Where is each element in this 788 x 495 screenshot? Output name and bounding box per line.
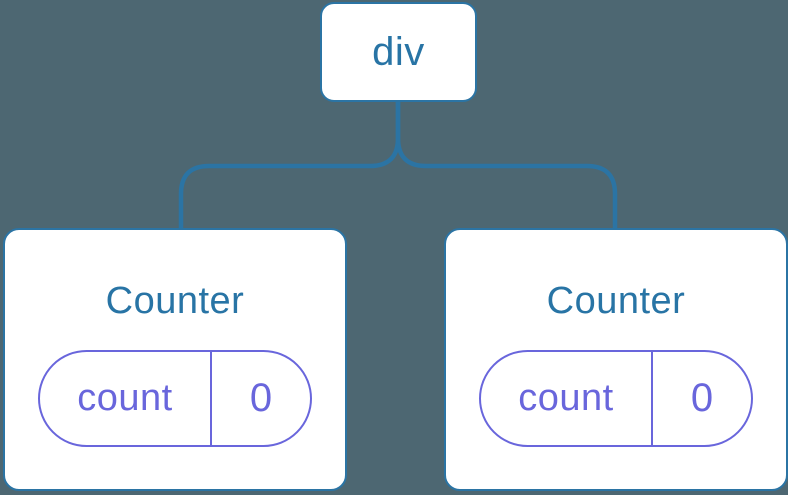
counter-card-right: Counter count 0: [444, 228, 788, 491]
state-key-cell: count: [40, 352, 210, 445]
connector-left-branch: [178, 98, 401, 234]
state-pill: count 0: [479, 350, 753, 447]
state-key: count: [77, 377, 173, 419]
state-value: 0: [249, 376, 273, 420]
counter-title: Counter: [105, 280, 245, 322]
state-value: 0: [690, 376, 714, 420]
state-value-cell: 0: [210, 352, 310, 445]
state-key-cell: count: [481, 352, 651, 445]
state-pill: count 0: [38, 350, 312, 447]
counter-title: Counter: [546, 280, 686, 322]
connector-right-branch: [395, 98, 618, 234]
state-value-cell: 0: [651, 352, 751, 445]
state-key: count: [518, 377, 614, 419]
counter-card-left: Counter count 0: [3, 228, 347, 491]
tree-connector-lines: [178, 98, 618, 234]
root-node: div: [320, 2, 477, 102]
root-node-label: div: [372, 29, 425, 74]
